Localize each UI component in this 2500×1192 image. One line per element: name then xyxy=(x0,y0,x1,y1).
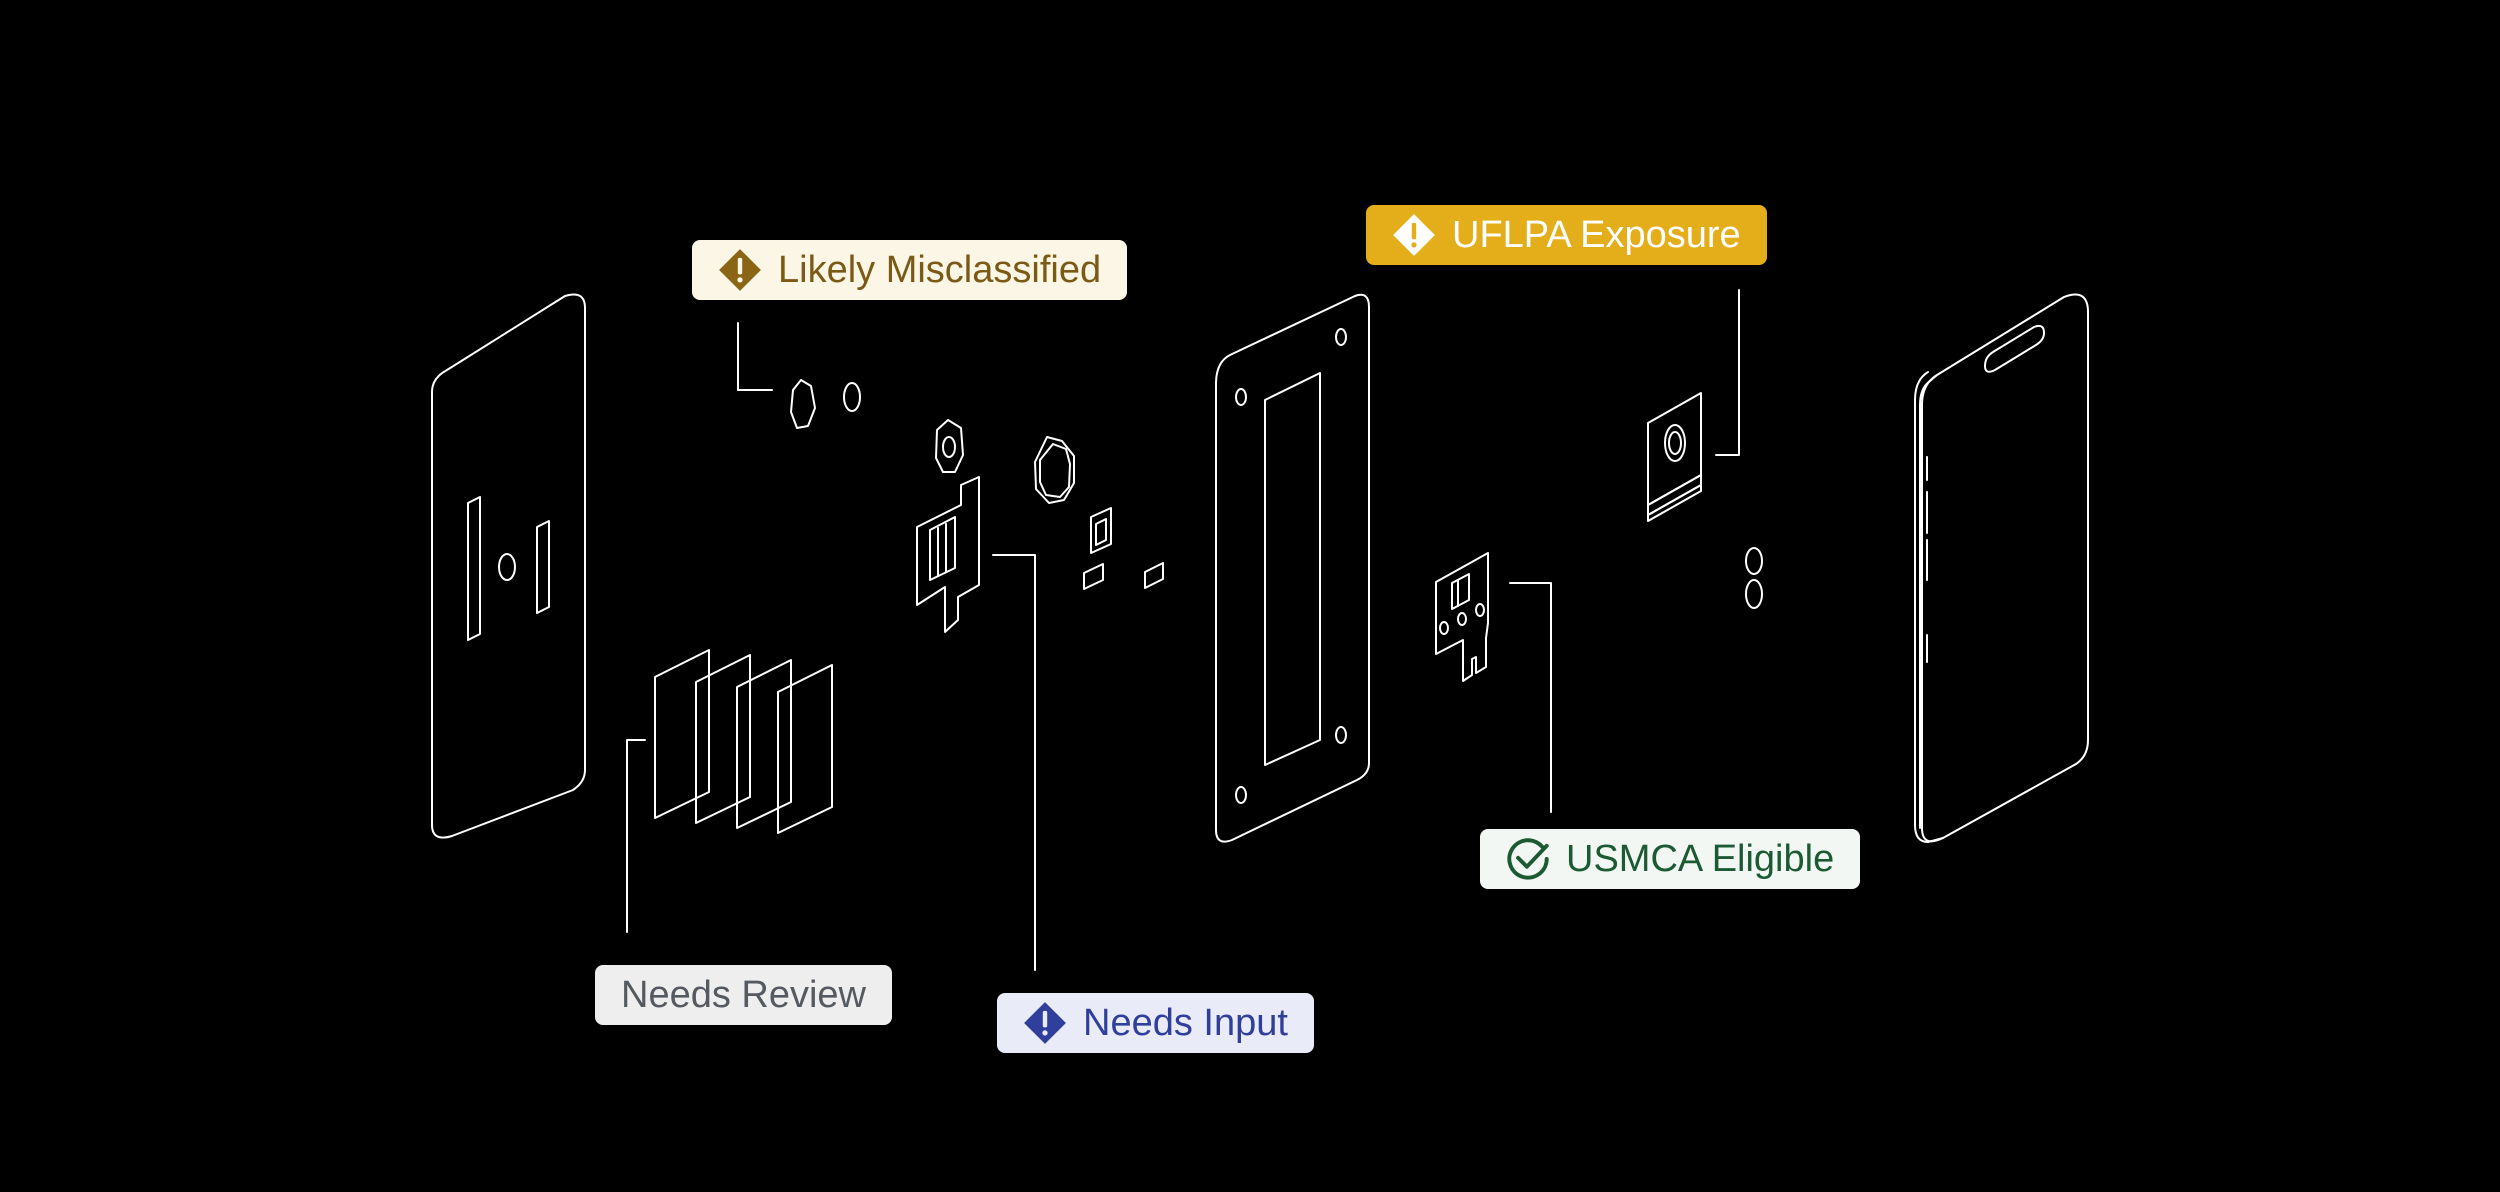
usmca-eligible-label: USMCA Eligible xyxy=(1566,837,1835,880)
figure-eight-clip xyxy=(1745,547,1763,609)
warning-diamond-icon xyxy=(1024,1002,1066,1044)
logic-bracket xyxy=(916,476,980,633)
back-panel xyxy=(431,293,586,839)
camera-module xyxy=(1647,392,1702,522)
phone-body xyxy=(1914,293,2089,843)
warning-diamond-icon xyxy=(719,249,761,291)
likely-misclassified-tag[interactable]: Likely Misclassified xyxy=(692,240,1128,300)
ring-component xyxy=(935,419,964,473)
likely-misclassified-label: Likely Misclassified xyxy=(778,248,1102,291)
small-screws xyxy=(790,379,861,429)
warning-diamond-icon xyxy=(1393,214,1435,256)
needs-review-tag[interactable]: Needs Review xyxy=(595,965,892,1025)
uflpa-exposure-label: UFLPA Exposure xyxy=(1452,213,1741,256)
uflpa-exposure-tag[interactable]: UFLPA Exposure xyxy=(1366,205,1767,265)
mid-frame xyxy=(1215,293,1370,843)
leader-lines xyxy=(626,289,1740,971)
small-board xyxy=(1435,552,1489,682)
usmca-eligible-tag[interactable]: USMCA Eligible xyxy=(1480,829,1861,889)
needs-input-tag[interactable]: Needs Input xyxy=(997,993,1314,1053)
needs-review-label: Needs Review xyxy=(621,973,866,1016)
needs-input-label: Needs Input xyxy=(1083,1001,1288,1044)
octagon-lens xyxy=(1034,436,1075,504)
battery-cells xyxy=(654,649,833,834)
small-chips xyxy=(1083,507,1164,590)
check-circle-icon xyxy=(1507,838,1549,880)
